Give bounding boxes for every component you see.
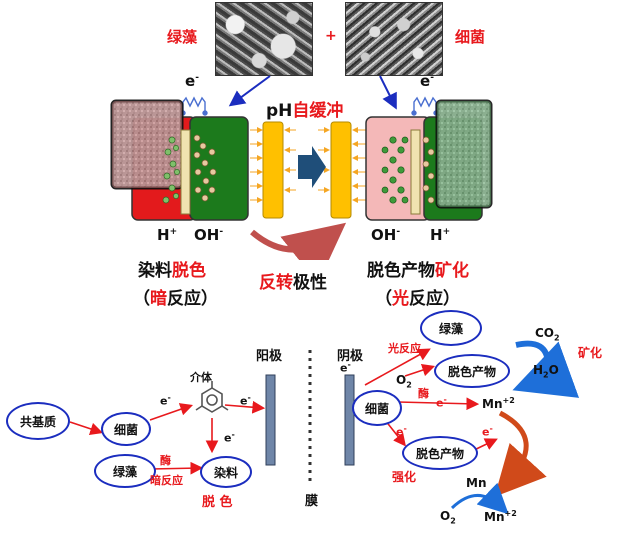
dark-reaction-label: 暗反应 xyxy=(150,474,183,487)
cathode-label: 阴极 xyxy=(337,349,364,364)
bacteria-node: 细菌 xyxy=(101,412,151,446)
e-minus-right1: e- xyxy=(436,395,447,410)
mineralization-arrow-icon xyxy=(512,340,580,398)
algae-sem-photo xyxy=(215,2,313,76)
co2-label: CO2 xyxy=(535,326,560,343)
right-enzyme-label: 酶 xyxy=(418,387,429,400)
left-buffer-plate xyxy=(262,121,284,219)
right-caption-line1: 脱色产物矿化 xyxy=(367,261,469,281)
membrane-label: 膜 xyxy=(305,494,319,509)
mediator-molecule-icon xyxy=(195,381,229,413)
h2o-label: H2O xyxy=(533,363,559,380)
left-caption-line2: （暗反应） xyxy=(133,289,218,309)
e-minus-to-mediator: e- xyxy=(160,393,171,408)
e-minus-right2: e- xyxy=(396,424,407,439)
strengthen-label: 强化 xyxy=(392,470,417,484)
decolor-product1-node: 脱色产物 xyxy=(434,354,510,388)
algae-node: 绿藻 xyxy=(94,454,156,488)
decolor-product2-node: 脱色产物 xyxy=(402,436,478,470)
anode-electrode xyxy=(265,374,276,466)
mn-reduction-arrow-icon xyxy=(494,410,547,497)
bacteria-sem-photo xyxy=(345,2,443,76)
right-h-plus-label: H+ xyxy=(430,226,451,244)
left-caption-line1: 染料脱色 xyxy=(138,261,206,281)
top-algae-label: 绿藻 xyxy=(167,28,198,46)
o2-bottom-label: O2 xyxy=(440,509,456,526)
reverse-polarity-label: 反转极性 xyxy=(259,273,327,293)
electron-left-label: e- xyxy=(185,72,199,90)
transition-arrow-icon xyxy=(298,146,326,188)
electron-right-label: e- xyxy=(420,72,434,90)
right-algae-node: 绿藻 xyxy=(420,310,482,346)
cosubstrate-node: 共基质 xyxy=(6,402,70,440)
reverse-polarity-arrow xyxy=(250,222,347,260)
mn2-bottom-label: Mn+2 xyxy=(484,509,517,524)
mediator-label: 介体 xyxy=(190,371,212,384)
left-h-plus-label: H+ xyxy=(157,226,178,244)
mineralize-label: 矿化 xyxy=(578,346,603,360)
e-minus-to-dye: e- xyxy=(224,430,235,445)
e-minus-to-anode: e- xyxy=(240,393,251,408)
plus-sign: + xyxy=(325,28,337,44)
left-oh-label: OH- xyxy=(194,226,224,244)
anode-label: 阳极 xyxy=(256,349,283,364)
right-caption-line2: （光反应） xyxy=(375,289,460,309)
dye-node: 染料 xyxy=(200,456,252,488)
left-cell xyxy=(110,99,249,221)
top-bacteria-label: 细菌 xyxy=(455,28,486,46)
enzyme-label: 酶 xyxy=(160,454,171,467)
right-buffer-plate xyxy=(330,121,352,219)
photo-reaction-label: 光反应 xyxy=(388,342,421,355)
right-oh-label: OH- xyxy=(371,226,401,244)
algae-to-cell-arrow xyxy=(228,75,271,107)
cathode-electrode xyxy=(344,374,355,466)
bacteria-to-cell-arrow xyxy=(379,75,397,110)
mn-oxidation-arrow-icon xyxy=(450,482,509,515)
ph-self-buffer-label: pH自缓冲 xyxy=(266,101,344,121)
e-minus-right3: e- xyxy=(482,424,493,439)
right-cell xyxy=(365,99,493,221)
cell-diagram xyxy=(110,75,493,260)
mn-label: Mn xyxy=(466,476,487,490)
e-minus-cathode: e- xyxy=(340,360,351,375)
mn2-top-label: Mn+2 xyxy=(482,396,515,411)
decolor-label: 脱 色 xyxy=(202,495,233,510)
right-bacteria-node: 细菌 xyxy=(352,390,402,426)
o2-label: O2 xyxy=(396,373,412,390)
